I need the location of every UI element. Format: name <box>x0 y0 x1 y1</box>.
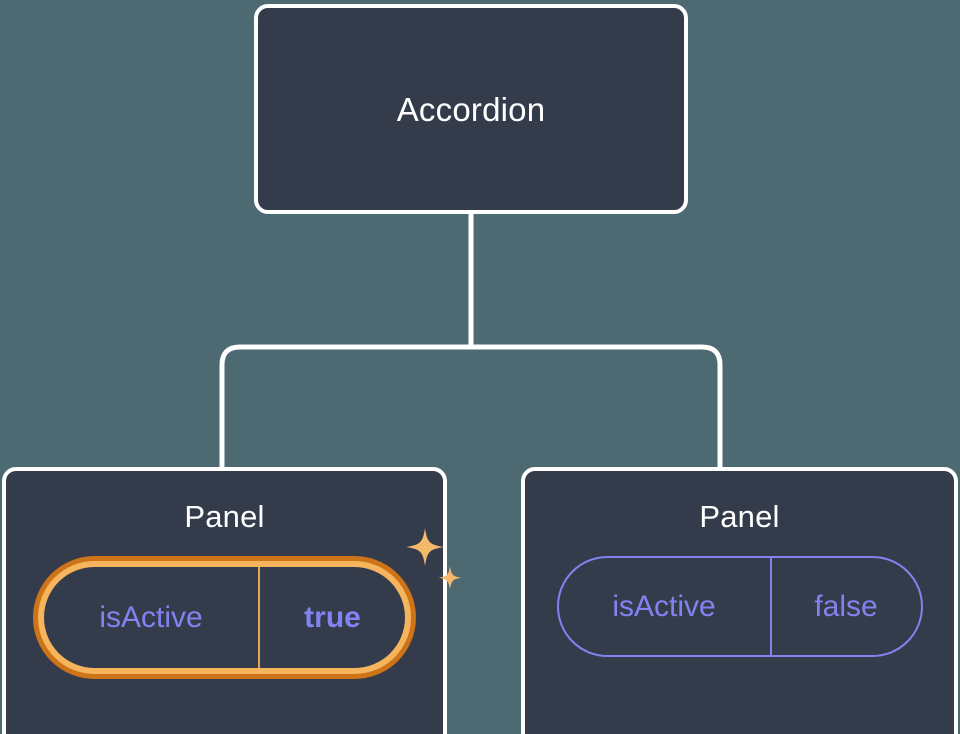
node-title-accordion: Accordion <box>396 90 546 128</box>
connector-branch-bar <box>219 344 723 467</box>
sparkle-icon <box>406 528 444 566</box>
prop-pill-highlighted[interactable]: isActive true <box>33 556 416 679</box>
tree-node-panel-active[interactable]: Panel isActive true <box>2 467 462 734</box>
node-title-panel: Panel <box>184 499 265 534</box>
prop-pill-inner: isActive true <box>44 567 405 668</box>
node-title-panel: Panel <box>699 499 780 534</box>
prop-name: isActive <box>612 589 716 623</box>
tree-node-accordion[interactable]: Accordion <box>254 4 688 214</box>
prop-value: true <box>258 567 405 668</box>
prop-name: isActive <box>99 600 203 634</box>
prop-pill[interactable]: isActive false <box>556 556 923 657</box>
prop-pill-wrapper-active: isActive true <box>33 528 462 679</box>
prop-pill-wrapper-inactive: isActive false <box>556 556 923 657</box>
prop-value: false <box>769 558 921 655</box>
tree-node-panel-inactive[interactable]: Panel isActive false <box>521 467 958 734</box>
sparkle-icon <box>438 566 462 590</box>
